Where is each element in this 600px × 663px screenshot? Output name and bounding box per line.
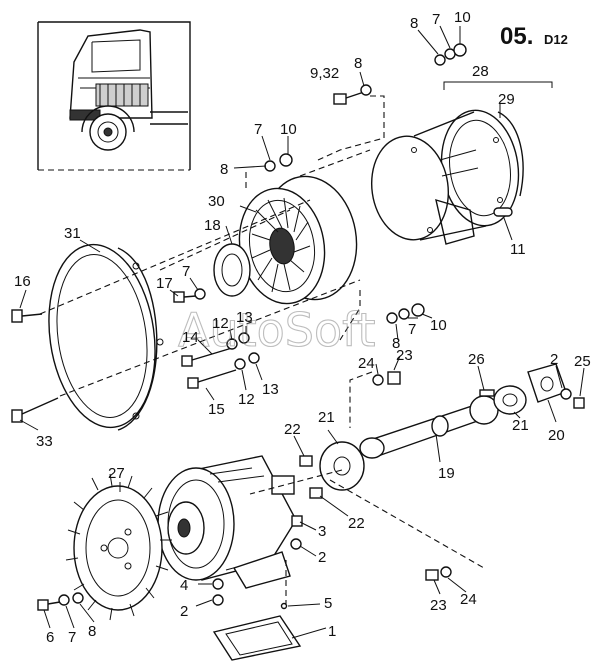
- callout-11: 11: [510, 241, 526, 258]
- callout-10-c: 10: [430, 317, 447, 334]
- cooling-fan: [65, 473, 172, 621]
- page-code: 05. D12: [500, 23, 568, 50]
- page-code-main: 05.: [500, 23, 533, 50]
- callout-7-c: 7: [432, 11, 440, 28]
- callout-29: 29: [498, 91, 515, 108]
- callout-labels: 31 16 33 18 30 17 7 14 12 13 15 12 13 7 …: [14, 9, 591, 646]
- callout-21-a: 21: [512, 417, 529, 434]
- callout-4: 4: [180, 577, 188, 594]
- callout-17: 17: [156, 275, 173, 292]
- callout-10-b: 10: [454, 9, 471, 26]
- callout-7-a: 7: [182, 263, 190, 280]
- callout-2-b: 2: [318, 549, 326, 566]
- callout-7-b: 7: [254, 121, 262, 138]
- flywheel-housing: [48, 243, 164, 431]
- callout-3: 3: [318, 523, 326, 540]
- callout-6: 6: [46, 629, 54, 646]
- fasteners: [11, 43, 585, 611]
- callout-13-a: 13: [236, 309, 253, 326]
- callout-23-a: 23: [396, 347, 413, 364]
- callout-14: 14: [182, 329, 199, 346]
- callout-12-a: 12: [212, 315, 229, 332]
- callout-20: 20: [548, 427, 565, 444]
- callout-2-a: 2: [550, 351, 558, 368]
- callout-18: 18: [204, 217, 221, 234]
- callout-16: 16: [14, 273, 31, 290]
- callout-26: 26: [468, 351, 485, 368]
- leader-lines: [19, 25, 585, 639]
- callout-19: 19: [438, 465, 455, 482]
- callout-23-b: 23: [430, 597, 447, 614]
- callout-24-a: 24: [358, 355, 375, 372]
- callout-1: 1: [328, 623, 336, 640]
- assembly-guide-lines: [39, 95, 485, 604]
- callout-8-c: 8: [410, 15, 418, 32]
- generator-assembly: [157, 455, 297, 589]
- bell-housing: [370, 109, 524, 245]
- callout-15: 15: [208, 401, 225, 418]
- gasket-plate: [212, 615, 302, 661]
- callout-7-d: 7: [408, 321, 416, 338]
- drive-shaft: [319, 363, 567, 491]
- callout-33: 33: [36, 433, 53, 450]
- callout-12-b: 12: [238, 391, 255, 408]
- callout-22-a: 22: [284, 421, 301, 438]
- watermark: AutoSoft: [178, 303, 376, 357]
- page-code-suffix: D12: [544, 32, 568, 47]
- callout-13-b: 13: [262, 381, 279, 398]
- callout-30: 30: [208, 193, 225, 210]
- callout-22-b: 22: [348, 515, 365, 532]
- callout-10-a: 10: [280, 121, 297, 138]
- callout-8-d: 8: [392, 335, 400, 352]
- callout-21-b: 21: [318, 409, 335, 426]
- callout-2-c: 2: [180, 603, 188, 620]
- callout-27: 27: [108, 465, 125, 482]
- callout-8-a: 8: [220, 161, 228, 178]
- callout-31: 31: [64, 225, 81, 242]
- callout-24-b: 24: [460, 591, 477, 608]
- callout-8-b: 8: [354, 55, 362, 72]
- fan-shroud: [238, 175, 358, 305]
- callout-25: 25: [574, 353, 591, 370]
- callout-9-32: 9,32: [310, 65, 339, 82]
- callout-5: 5: [324, 595, 332, 612]
- callout-28: 28: [472, 63, 489, 80]
- callout-8-e: 8: [88, 623, 96, 640]
- truck-locator-inset: [37, 21, 191, 171]
- callout-7-e: 7: [68, 629, 76, 646]
